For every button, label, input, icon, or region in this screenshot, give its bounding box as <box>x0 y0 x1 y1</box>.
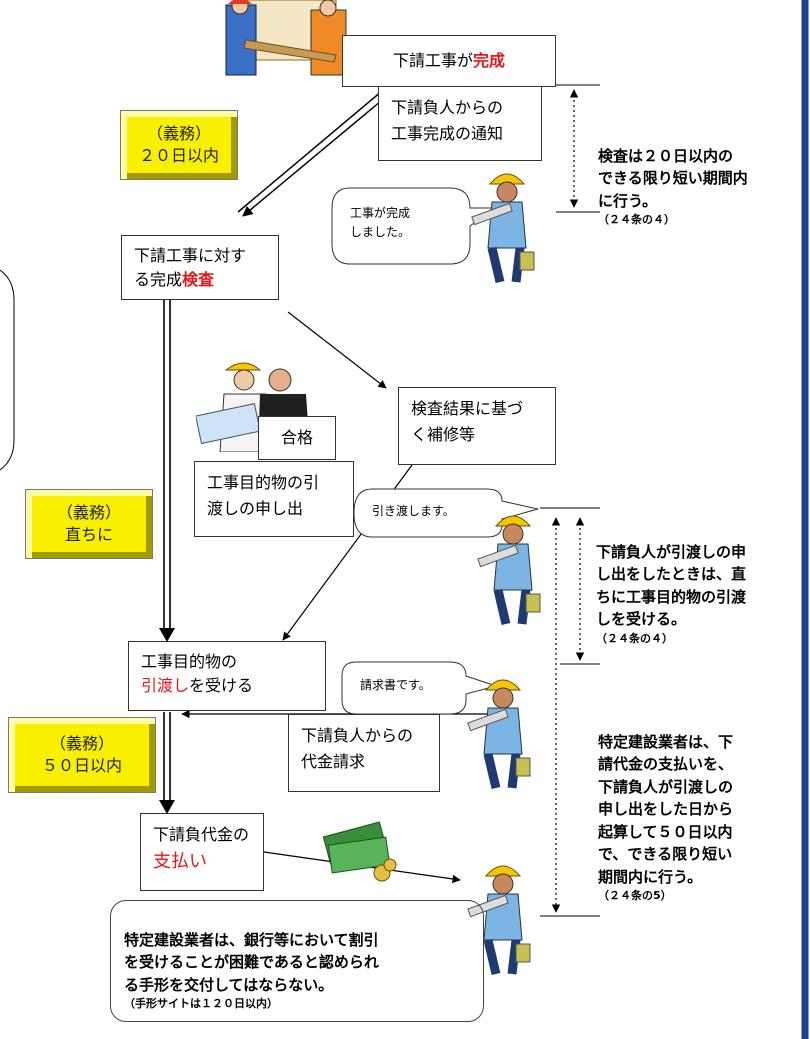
obligation-value: ５０日以内 <box>41 756 122 775</box>
obligation-title: （義務） <box>49 734 114 754</box>
handover-suffix: を受ける <box>189 676 254 695</box>
repair-box: 検査結果に基づ く補修等 <box>398 387 556 465</box>
payment-note-ref: （２４条の5） <box>598 889 672 902</box>
bill-note: 特定建設業者は、銀行等において割引 を受けることが困難であると認められ る手形を… <box>124 906 480 1035</box>
obligation-title: （義務） <box>56 503 121 523</box>
inspection-box: 下請工事に対す る完成検査 <box>121 235 279 300</box>
inspection-note-text: 検査は２０日以内の できる限り短い期間内 に行う。 <box>598 146 748 210</box>
payment-note-text: 特定建設業者は、下 請代金の支払いを、 下請負人が引渡しの 申し出をした日から … <box>598 732 734 886</box>
payment-box: 下請負代金の 支払い <box>140 813 264 891</box>
payment-line1: 下請負代金の <box>153 825 250 844</box>
obligation-value: 直ちに <box>64 525 113 544</box>
handover-note-ref: （２４条の４） <box>596 631 673 645</box>
inspection-note-ref: （２４条の４） <box>598 213 675 226</box>
payment-note: 特定建設業者は、下 請代金の支払いを、 下請負人が引渡しの 申し出をした日から … <box>598 708 798 927</box>
worker-icon <box>467 679 531 790</box>
obligation-50-days: （義務） ５０日以内 <box>8 717 156 793</box>
handover-request-box: 工事目的物の引 渡しの申し出 <box>194 461 354 537</box>
obligation-20-days: （義務） ２０日以内 <box>120 110 238 180</box>
bill-note-bracket <box>110 900 484 1022</box>
speech-handover-text: 引き渡します。 <box>372 504 455 518</box>
notification-box: 下請負人からの 工事完成の通知 <box>378 86 542 161</box>
handover-note-text: 下請負人が引渡しの申 し出をしたときは、直 ちに工事目的物の引渡 しを受ける。 <box>596 542 747 629</box>
obligation-immediately: （義務） 直ちに <box>25 489 153 559</box>
inspection-note: 検査は２０日以内の できる限り短い期間内 に行う。 （２４条の４） <box>598 122 798 251</box>
worker-icon <box>477 515 541 626</box>
handover-box: 工事目的物の 引渡しを受ける <box>128 641 326 711</box>
handover-line1: 工事目的物の <box>141 652 238 671</box>
obligation-title: （義務） <box>146 124 211 144</box>
inspection-highlight: 検査 <box>182 270 215 289</box>
payment-highlight: 支払い <box>153 850 207 872</box>
completion-highlight: 完成 <box>473 51 506 70</box>
workers-carrying-icon <box>225 0 347 76</box>
speech-bubble-handover <box>353 488 539 538</box>
speech-bubble-invoice <box>341 661 498 715</box>
completion-prefix: 下請工事が <box>392 51 473 70</box>
bill-note-ref: （手形サイトは１２０日以内） <box>124 997 278 1010</box>
handover-note: 下請負人が引渡しの申 し出をしたときは、直 ちに工事目的物の引渡 しを受ける。 … <box>596 518 800 670</box>
speech-bubble-completed <box>331 187 497 265</box>
bill-note-text: 特定建設業者は、銀行等において割引 を受けることが困難であると認められ る手形を… <box>124 930 379 994</box>
pass-label: 合格 <box>258 416 336 460</box>
speech-completed-text: 工事が完成 しました。 <box>350 206 411 239</box>
completion-box: 下請工事が完成 <box>342 35 556 87</box>
invoice-box: 下請負人からの 代金請求 <box>288 714 440 792</box>
money-icon <box>322 821 397 882</box>
handover-highlight: 引渡し <box>141 676 190 695</box>
speech-invoice-text: 請求書です。 <box>360 678 431 692</box>
inspection-prefix: 下請工事に対す る完成 <box>134 246 247 289</box>
worker-icon <box>471 173 535 284</box>
obligation-value: ２０日以内 <box>138 146 219 165</box>
